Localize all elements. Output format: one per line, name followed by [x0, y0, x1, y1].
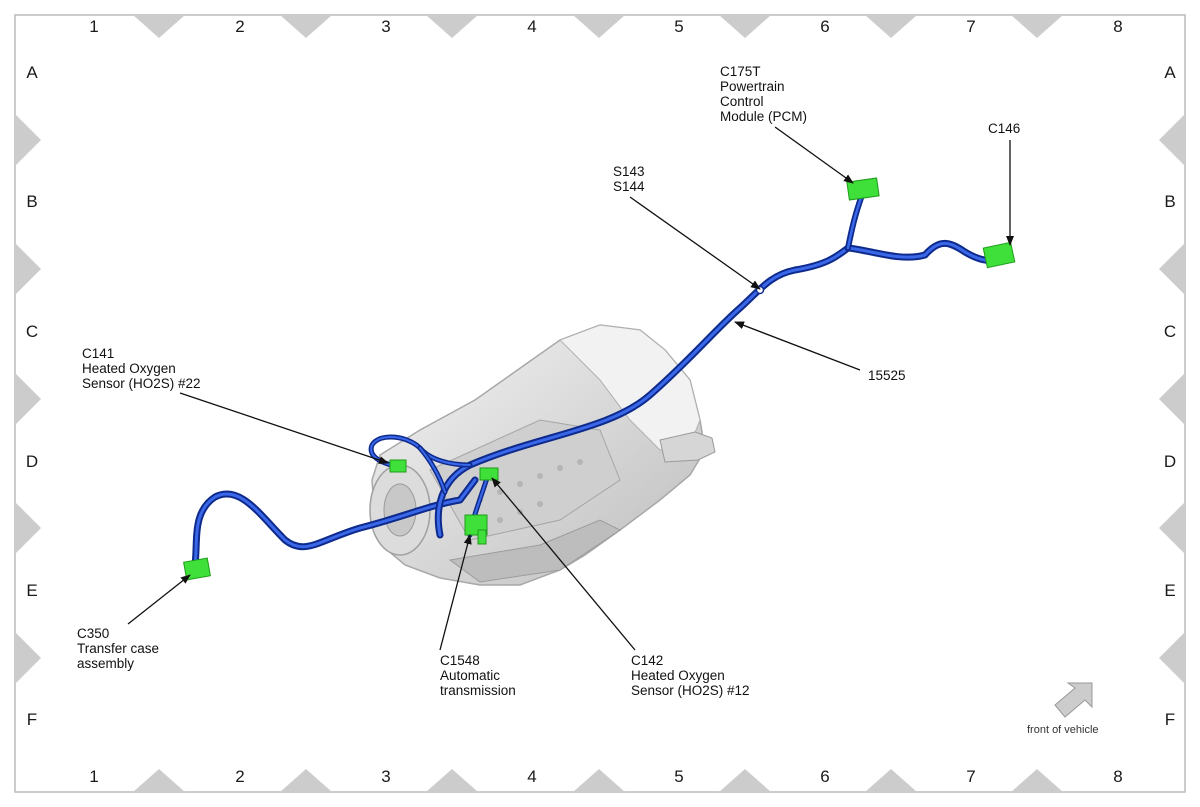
connector-c1548: [464, 514, 488, 545]
grid-col-label-top-8: 8: [1113, 17, 1123, 36]
grid-row-label-right-c: C: [1163, 322, 1177, 341]
callout-c141-ho2s-22: C141 Heated Oxygen Sensor (HO2S) #22: [82, 346, 201, 391]
callout-c142-ho2s-12: C142 Heated Oxygen Sensor (HO2S) #12: [631, 653, 750, 698]
callout-line: Heated Oxygen: [631, 668, 725, 683]
callout-line: C1548: [440, 653, 480, 668]
callout-line: Module (PCM): [720, 109, 808, 124]
callout-line: transmission: [440, 683, 516, 698]
grid-markers-right: [1159, 114, 1185, 684]
callout-line: C175T: [720, 64, 761, 79]
connector-c146: [982, 241, 1016, 269]
grid-row-label-left-d: D: [25, 452, 39, 471]
grid-row-label-right-b: B: [1164, 192, 1176, 211]
callout-line: C142: [631, 653, 664, 668]
callout-line: Control: [720, 94, 764, 109]
callout-line: Transfer case: [77, 641, 160, 656]
callout-c350-transfer-case: C350 Transfer case assembly: [77, 626, 159, 671]
callout-15525: 15525: [868, 368, 906, 383]
callout-line: Heated Oxygen: [82, 361, 176, 376]
grid-col-label-bottom-3: 3: [381, 767, 391, 786]
grid-markers-bottom: [133, 769, 1063, 792]
grid-row-label-right-a: A: [1164, 63, 1176, 82]
grid-col-label-top-4: 4: [527, 17, 537, 36]
grid-row-label-left-f: F: [26, 710, 38, 729]
callout-c175t-pcm: C175T Powertrain Control Module (PCM): [720, 64, 807, 124]
grid-col-label-bottom-8: 8: [1113, 767, 1123, 786]
callout-line: Powertrain: [720, 79, 785, 94]
grid-row-label-left-a: A: [26, 63, 38, 82]
callout-line: S144: [613, 179, 645, 194]
callout-leaders: [127, 126, 1014, 651]
grid-col-label-top-7: 7: [966, 17, 976, 36]
grid-row-label-right-e: E: [1164, 581, 1176, 600]
automatic-transmission-illustration: [369, 324, 716, 586]
grid-col-label-top-1: 1: [89, 17, 99, 36]
callout-line: 15525: [868, 368, 906, 383]
grid-col-label-bottom-4: 4: [527, 767, 537, 786]
callout-line: assembly: [77, 656, 135, 671]
grid-col-label-top-2: 2: [235, 17, 245, 36]
grid-row-label-right-d: D: [1163, 452, 1177, 471]
grid-col-label-bottom-5: 5: [674, 767, 684, 786]
callout-line: S143: [613, 164, 645, 179]
callout-s143-s144: S143 S144: [613, 164, 645, 194]
callout-line: C146: [988, 121, 1021, 136]
wire-harness-15525: [191, 192, 999, 569]
connector-c175t: [846, 177, 880, 201]
grid-row-label-left-c: C: [25, 322, 39, 341]
callout-line: Sensor (HO2S) #22: [82, 376, 201, 391]
front-of-vehicle-label: front of vehicle: [1027, 724, 1099, 736]
connector-c142: [479, 467, 499, 481]
callout-line: C350: [77, 626, 110, 641]
grid-col-label-top-5: 5: [674, 17, 684, 36]
callout-line: Automatic: [440, 668, 501, 683]
callout-c1548-automatic-transmission: C1548 Automatic transmission: [440, 653, 516, 698]
grid-col-label-bottom-2: 2: [235, 767, 245, 786]
grid-markers-left: [15, 114, 41, 684]
grid-row-label-right-f: F: [1164, 710, 1176, 729]
grid-col-label-bottom-6: 6: [820, 767, 830, 786]
callout-c146: C146: [988, 121, 1020, 136]
grid-col-label-top-6: 6: [820, 17, 830, 36]
grid-markers-top: [133, 15, 1063, 38]
grid-col-label-bottom-7: 7: [966, 767, 976, 786]
grid-col-label-top-3: 3: [381, 17, 391, 36]
grid-row-label-left-e: E: [26, 581, 38, 600]
front-arrow-icon: [1054, 682, 1093, 718]
grid-row-label-left-b: B: [26, 192, 38, 211]
connector-c141: [389, 459, 407, 473]
callout-line: C141: [82, 346, 115, 361]
grid-col-label-bottom-1: 1: [89, 767, 99, 786]
callout-line: Sensor (HO2S) #12: [631, 683, 750, 698]
